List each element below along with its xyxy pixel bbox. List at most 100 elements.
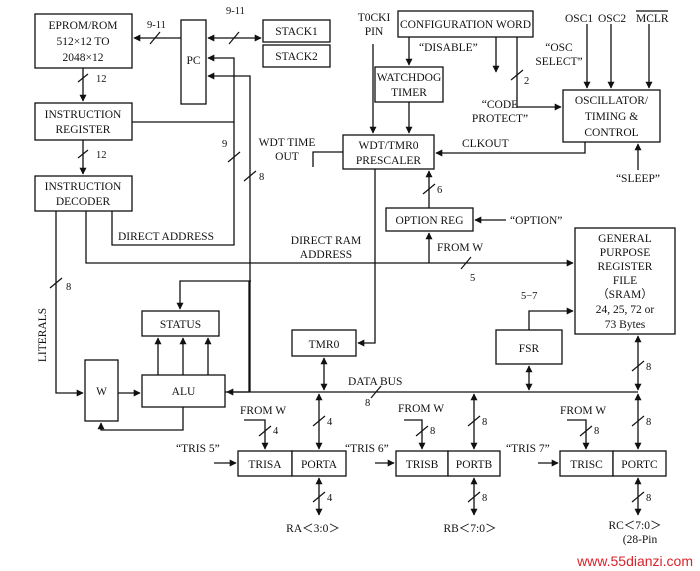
bus-2-label: 2 [524, 76, 529, 87]
svg-text:EPROM/ROM: EPROM/ROM [48, 20, 117, 32]
tris7-label: “TRIS 7” [506, 443, 550, 455]
svg-text:FSR: FSR [519, 343, 540, 355]
svg-text:ALU: ALU [172, 386, 196, 398]
connection-lines [49, 24, 653, 516]
mclr-label: MCLR [636, 13, 669, 25]
svg-text:W: W [96, 386, 107, 398]
bus-12-label: 12 [96, 74, 107, 85]
bus-8-label: 8 [646, 417, 651, 428]
clkout-label: CLKOUT [462, 138, 509, 150]
svg-text:WATCHDOG: WATCHDOG [377, 72, 442, 84]
fsr-block: FSR [495, 329, 563, 365]
ra-pins-label: RA＜3:0＞ [286, 523, 340, 535]
bus-9-11-label: 9-11 [147, 20, 166, 31]
osc-select-label: SELECT” [535, 56, 582, 68]
from-w-label: FROM W [240, 405, 286, 417]
rb-pins-label: RB＜7:0＞ [443, 523, 496, 535]
watchdog-timer-block: WATCHDOG TIMER [374, 66, 444, 103]
svg-text:PORTC: PORTC [621, 459, 658, 471]
svg-text:TRISB: TRISB [406, 459, 439, 471]
diagram-labels: 9-11 9-11 12 12 9 8 DIRECT ADDRESS DIREC… [37, 6, 693, 569]
portc-block: PORTC [612, 450, 667, 477]
from-w-label: FROM W [398, 403, 444, 415]
code-protect-label: PROTECT” [472, 113, 528, 125]
option-signal-label: “OPTION” [510, 215, 562, 227]
eprom-rom-block: EPROM/ROM 512×12 TO 2048×12 [34, 13, 133, 69]
wdt-time-out-label: OUT [275, 151, 299, 163]
svg-text:TIMER: TIMER [391, 87, 427, 99]
svg-text:STACK2: STACK2 [275, 51, 318, 63]
data-bus-label: DATA BUS [348, 376, 402, 388]
oscillator-block: OSCILLATOR/ TIMING & CONTROL [562, 89, 661, 143]
svg-text:OPTION REG: OPTION REG [395, 215, 463, 227]
bus-8-label: 8 [66, 282, 71, 293]
porta-block: PORTA [291, 450, 347, 477]
prescaler-block: WDT/TMR0 PRESCALER [342, 134, 435, 170]
disable-label: “DISABLE” [419, 42, 478, 54]
svg-text:PURPOSE: PURPOSE [600, 247, 651, 259]
t0cki-pin-label: PIN [365, 26, 384, 38]
code-protect-label: “CODE [482, 99, 518, 111]
trisb-block: TRISB [395, 450, 449, 477]
svg-text:STATUS: STATUS [160, 319, 201, 331]
bus-8-label: 8 [430, 426, 435, 437]
from-w-label: FROM W [560, 405, 606, 417]
osc-select-label: “OSC [545, 42, 573, 54]
svg-text:CONFIGURATION WORD: CONFIGURATION WORD [400, 19, 531, 31]
osc2-label: OSC2 [598, 13, 626, 25]
tmr0-block: TMR0 [291, 329, 357, 357]
bus-8-label: 8 [365, 398, 370, 409]
bus-4-label: 4 [273, 426, 279, 437]
svg-text:GENERAL: GENERAL [598, 233, 652, 245]
bus-8-label: 8 [482, 493, 487, 504]
bus-9-label: 9 [222, 139, 227, 150]
gpr-file-block: GENERAL PURPOSE REGISTER FILE （SRAM） 24,… [574, 227, 676, 335]
svg-text:CONTROL: CONTROL [584, 127, 638, 139]
portb-block: PORTB [447, 450, 501, 477]
bus-5-label: 5 [470, 273, 475, 284]
rc-pins-label: RC＜7:0＞ [608, 520, 661, 532]
tris5-label: “TRIS 5” [176, 443, 220, 455]
svg-text:TMR0: TMR0 [309, 339, 340, 351]
bus-9-11-stack-label: 9-11 [226, 6, 245, 17]
bus-8-label: 8 [646, 493, 651, 504]
pc-block: PC [180, 19, 207, 105]
svg-text:2048×12: 2048×12 [63, 52, 104, 64]
w-register-block: W [84, 359, 119, 422]
configuration-word-block: CONFIGURATION WORD [397, 10, 534, 38]
svg-text:OSCILLATOR/: OSCILLATOR/ [575, 95, 649, 107]
svg-text:WDT/TMR0: WDT/TMR0 [358, 140, 418, 152]
trisc-block: TRISC [559, 450, 614, 477]
trisa-block: TRISA [237, 450, 293, 477]
tris6-label: “TRIS 6” [345, 443, 389, 455]
instruction-decoder-block: INSTRUCTION DECODER [34, 175, 133, 212]
svg-text:STACK1: STACK1 [275, 26, 318, 38]
svg-text:REGISTER: REGISTER [598, 261, 653, 273]
direct-ram-address-label: ADDRESS [300, 249, 352, 261]
svg-text:（SRAM）: （SRAM） [597, 288, 653, 301]
watermark: www.55dianzi.com [576, 553, 693, 569]
svg-text:TRISA: TRISA [248, 459, 282, 471]
svg-text:TRISC: TRISC [570, 459, 603, 471]
instruction-register-block: INSTRUCTION REGISTER [34, 102, 133, 141]
svg-text:PRESCALER: PRESCALER [356, 155, 422, 167]
direct-ram-address-label: DIRECT RAM [291, 235, 361, 247]
svg-text:PORTA: PORTA [301, 459, 338, 471]
sleep-label: “SLEEP” [616, 173, 660, 185]
svg-text:INSTRUCTION: INSTRUCTION [45, 109, 122, 121]
svg-text:INSTRUCTION: INSTRUCTION [45, 181, 122, 193]
svg-text:73 Bytes: 73 Bytes [605, 319, 646, 331]
direct-address-label: DIRECT ADDRESS [118, 231, 214, 243]
bus-8-label: 8 [259, 172, 264, 183]
bus-4-label: 4 [327, 493, 333, 504]
svg-text:512×12 TO: 512×12 TO [56, 36, 109, 48]
svg-text:PC: PC [186, 55, 200, 67]
bus-12-label: 12 [96, 150, 107, 161]
svg-text:DECODER: DECODER [56, 196, 111, 208]
bus-6-label: 6 [437, 185, 442, 196]
svg-text:PORTB: PORTB [456, 459, 493, 471]
wdt-time-out-label: WDT TIME [259, 137, 316, 149]
option-reg-block: OPTION REG [385, 207, 474, 232]
bus-8-label: 8 [594, 426, 599, 437]
